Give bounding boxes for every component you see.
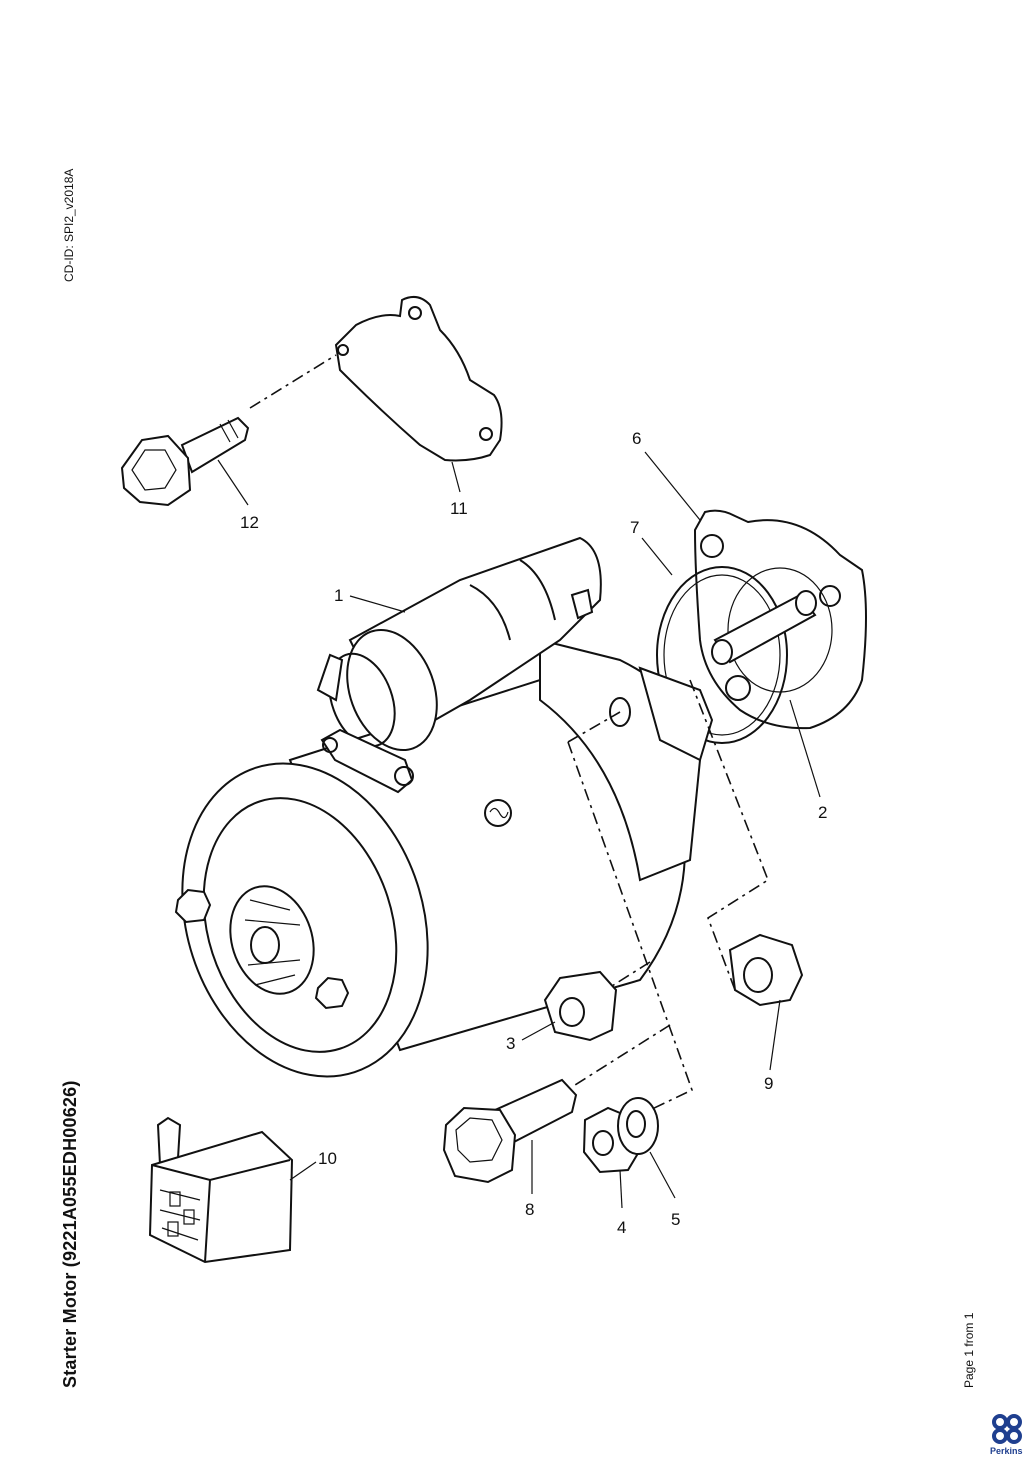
callout-9: 9 bbox=[764, 1074, 773, 1093]
perkins-logo bbox=[992, 1414, 1022, 1444]
part-9-nut bbox=[728, 933, 804, 1007]
part-11-cover-plate bbox=[334, 295, 503, 462]
callout-4: 4 bbox=[617, 1218, 626, 1237]
part-8-bolt bbox=[442, 1078, 578, 1184]
callout-12: 12 bbox=[240, 513, 259, 532]
callout-11: 11 bbox=[450, 499, 468, 518]
part-5-washer bbox=[617, 1097, 659, 1155]
callout-3: 3 bbox=[506, 1034, 515, 1053]
callout-7: 7 bbox=[630, 518, 639, 537]
part-12-bolt bbox=[120, 416, 250, 507]
callout-10: 10 bbox=[318, 1149, 337, 1168]
leader-lines bbox=[217, 451, 821, 1209]
part-12-alignment-line bbox=[249, 354, 337, 409]
callout-2: 2 bbox=[818, 803, 827, 822]
part-1-starter-motor bbox=[174, 536, 714, 1078]
callout-6: 6 bbox=[632, 429, 641, 448]
callout-1: 1 bbox=[334, 586, 343, 605]
part-3-nut bbox=[543, 970, 618, 1042]
part-7-o-ring bbox=[656, 566, 788, 744]
part-10-relay bbox=[148, 1116, 294, 1264]
callout-5: 5 bbox=[671, 1210, 680, 1229]
callout-numbers: 1 2 3 4 5 6 7 8 9 10 11 12 bbox=[240, 429, 827, 1237]
perkins-brand-text: Perkins bbox=[990, 1446, 1023, 1456]
part-2-stud bbox=[711, 590, 817, 665]
alignment-lines bbox=[567, 679, 769, 1111]
callout-8: 8 bbox=[525, 1200, 534, 1219]
